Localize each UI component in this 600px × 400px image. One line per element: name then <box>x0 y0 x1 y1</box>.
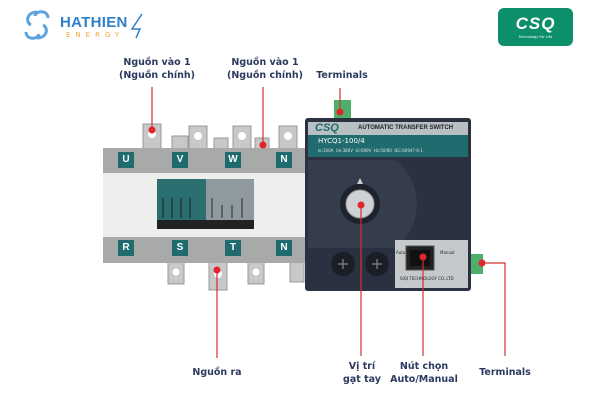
switch-auto-label: Auto <box>396 250 406 255</box>
phase-r: R <box>118 240 134 256</box>
csq-logo: CSQ Technology For Life <box>498 8 573 46</box>
label-terminals-top: Terminals <box>316 70 368 81</box>
device-title: AUTOMATIC TRANSFER SWITCH <box>358 125 454 131</box>
csq-name: CSQ <box>515 14 556 33</box>
terminal-block-right <box>469 254 483 274</box>
hathien-name: HATHIEN <box>60 14 128 31</box>
phase-u: U <box>118 152 134 168</box>
hathien-sub: ENERGY <box>66 31 125 39</box>
lightning-icon <box>130 13 143 39</box>
manufacturer: SIQI TECHNOLOGY CO.,LTD <box>400 276 454 281</box>
spiral-icon <box>24 10 50 40</box>
label-input-2: Nguồn vào 1(Nguồn chính) <box>227 57 303 81</box>
label-terminals-right: Terminals <box>479 367 531 378</box>
phase-n-bottom: N <box>276 240 292 256</box>
hathien-logo: HATHIEN ENERGY <box>22 8 152 42</box>
phase-s: S <box>172 240 188 256</box>
switch-manual-label: Manual <box>440 250 455 255</box>
device-brand: CSQ <box>315 122 339 134</box>
phase-v: V <box>172 152 188 168</box>
device-model: HYCQ1-100/4 <box>318 137 365 145</box>
label-output: Nguồn ra <box>192 367 242 378</box>
device-specs: Ie:100A Ue:380V Ui:690V Hz:50/60 IEC:609… <box>318 148 423 153</box>
phase-t: T <box>225 240 241 256</box>
label-input-1: Nguồn vào 1(Nguồn chính) <box>119 57 195 81</box>
csq-tagline: Technology For Life <box>518 35 553 39</box>
phase-n-top: N <box>276 152 292 168</box>
phase-w: W <box>225 152 241 168</box>
